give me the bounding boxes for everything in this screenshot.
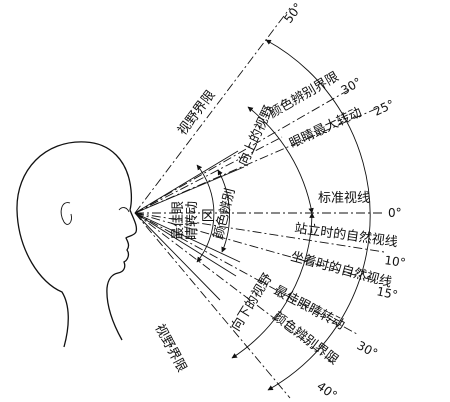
eye <box>118 207 130 213</box>
label-sitting-line: 坐着时的自然视线 <box>289 248 394 290</box>
label-standing-line: 站立时的自然视线 <box>293 220 398 250</box>
label-color-discrimination: 颜色辨别 <box>210 187 238 241</box>
angle-50: 50° <box>281 0 305 25</box>
label-best-zone-2: 睛转动 <box>185 201 200 240</box>
field-limit-top-line <box>134 7 291 214</box>
label-best-zone-3: 区 <box>201 209 214 224</box>
angle-15: 15° <box>375 284 399 302</box>
downward-view-arc <box>231 212 315 359</box>
angle-0: 0° <box>388 206 402 220</box>
fan-line-a <box>134 150 239 214</box>
best-rotation-arc <box>217 169 230 253</box>
color-discrimination-arc <box>196 164 215 263</box>
color-limit-top-line <box>134 87 353 214</box>
upward-view-arc <box>247 106 314 214</box>
angle-30-up: 30° <box>339 75 364 98</box>
upward-view-line <box>134 136 283 214</box>
label-best-zone-1: 最佳眼 <box>171 201 186 240</box>
field-limit-arc <box>265 39 371 391</box>
fan-line-e <box>134 212 221 301</box>
ear <box>60 202 72 225</box>
fan-line-d <box>134 212 237 277</box>
label-upward-view: 向上的视野 <box>235 103 277 169</box>
angle-40: 40° <box>314 379 339 402</box>
fan-line-c <box>134 212 241 263</box>
angle-25: 25° <box>371 97 396 119</box>
angle-10: 10° <box>384 253 407 270</box>
angle-30-down: 30° <box>355 338 380 360</box>
label-standard-line: 标准视线 <box>318 191 370 206</box>
label-field-limit-bottom: 视野界限 <box>151 322 189 375</box>
label-eye-max-rotation: 眼睛最大转动 <box>287 105 364 152</box>
label-downward-view: 向下的视野 <box>228 271 276 335</box>
field-limit-bottom-line <box>134 212 291 399</box>
head-profile <box>16 141 138 348</box>
